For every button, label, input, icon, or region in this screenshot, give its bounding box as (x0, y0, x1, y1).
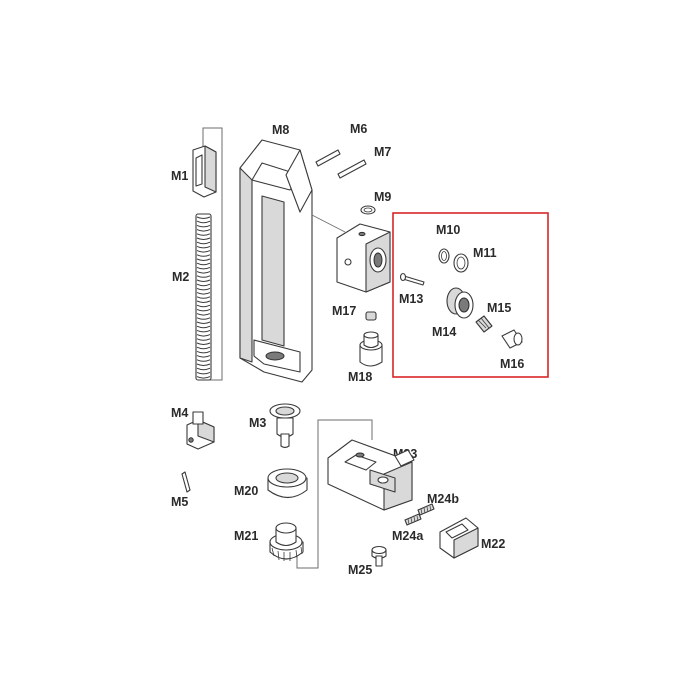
spring-coil (196, 220, 211, 224)
spring-coil (196, 325, 211, 329)
label-m22: M22 (481, 537, 505, 551)
spring-coil (196, 329, 211, 333)
spring-coil (196, 292, 211, 295)
part-m13-screw (399, 272, 425, 286)
spring-coil (196, 287, 211, 291)
part-m5-pin (181, 471, 191, 493)
part-m21-gear (269, 522, 304, 561)
spring-coil (196, 321, 211, 324)
label-m14: M14 (432, 325, 456, 339)
spring-coil (196, 296, 211, 299)
spring-coil (196, 254, 211, 257)
label-m18: M18 (348, 370, 372, 384)
spring-coil (196, 359, 211, 362)
part-m24a-spring (404, 513, 422, 526)
label-m24a: M24a (392, 529, 424, 543)
part-m24b-spring (417, 503, 435, 516)
part-m23-baseplate (327, 439, 415, 511)
spring-coil (196, 262, 211, 266)
spring-coil (196, 334, 211, 337)
spring-coil (196, 224, 211, 228)
part-m20-ring (267, 468, 308, 499)
spring-coil (196, 367, 211, 371)
spring-coil (196, 283, 211, 287)
highlight-box (392, 212, 549, 378)
label-m1: M1 (171, 169, 188, 183)
spring-coil (196, 300, 211, 303)
label-m8: M8 (272, 123, 289, 137)
part-m6-pin (315, 149, 341, 167)
spring-coil (196, 266, 211, 270)
spring-coil (196, 237, 211, 240)
part-m2-spring (195, 213, 212, 381)
spring-coil (196, 241, 211, 245)
part-m16-cap (501, 329, 523, 349)
spring-coil (196, 271, 211, 274)
spring-coil (196, 216, 211, 219)
part-m25-screw (371, 545, 387, 567)
label-m6: M6 (350, 122, 367, 136)
spring-coil (196, 233, 211, 236)
part-m7-pin (337, 159, 367, 179)
bracket-m23-m25 (317, 419, 373, 480)
spring-coil (196, 308, 211, 312)
part-m11-oring (453, 253, 469, 273)
spring-coil (196, 342, 211, 345)
label-m17: M17 (332, 304, 356, 318)
spring-coil (196, 250, 211, 253)
label-m3: M3 (249, 416, 266, 430)
part-m8-magazine-body (239, 139, 346, 383)
spring-coil (196, 279, 211, 282)
spring-coil (196, 346, 211, 350)
label-m9: M9 (374, 190, 391, 204)
spring-coil (196, 371, 211, 375)
spring-coil (196, 338, 211, 341)
part-valve-block (336, 223, 391, 293)
spring-coil (196, 317, 211, 320)
spring-coil (196, 355, 211, 358)
part-m18-bushing (359, 331, 383, 367)
label-m4: M4 (171, 406, 188, 420)
label-m24b: M24b (427, 492, 459, 506)
label-m16: M16 (500, 357, 524, 371)
label-m15: M15 (487, 301, 511, 315)
label-m10: M10 (436, 223, 460, 237)
spring-coil (196, 258, 211, 261)
part-m17-spring (365, 311, 377, 321)
label-m20: M20 (234, 484, 258, 498)
label-m7: M7 (374, 145, 391, 159)
spring-coil (196, 275, 211, 278)
part-m10-oring (438, 248, 450, 264)
part-m9-oring (360, 205, 376, 215)
part-m4-latch (186, 411, 215, 450)
label-m21: M21 (234, 529, 258, 543)
spring-coil (196, 376, 211, 379)
spring-coil (196, 350, 211, 354)
part-m15-spring (475, 315, 493, 333)
part-m22-button (439, 517, 479, 559)
label-m11: M11 (473, 246, 497, 260)
label-m2: M2 (172, 270, 189, 284)
label-m5: M5 (171, 495, 188, 509)
spring-coil (196, 313, 211, 316)
part-m1-follower (192, 145, 217, 198)
part-m3-nozzle (269, 403, 301, 449)
label-m25: M25 (348, 563, 372, 577)
part-m14-valve (446, 287, 474, 319)
spring-coil (196, 304, 211, 308)
spring-coil (196, 229, 211, 232)
spring-coil (196, 245, 211, 249)
spring-coil (196, 363, 211, 366)
label-m13: M13 (399, 292, 423, 306)
